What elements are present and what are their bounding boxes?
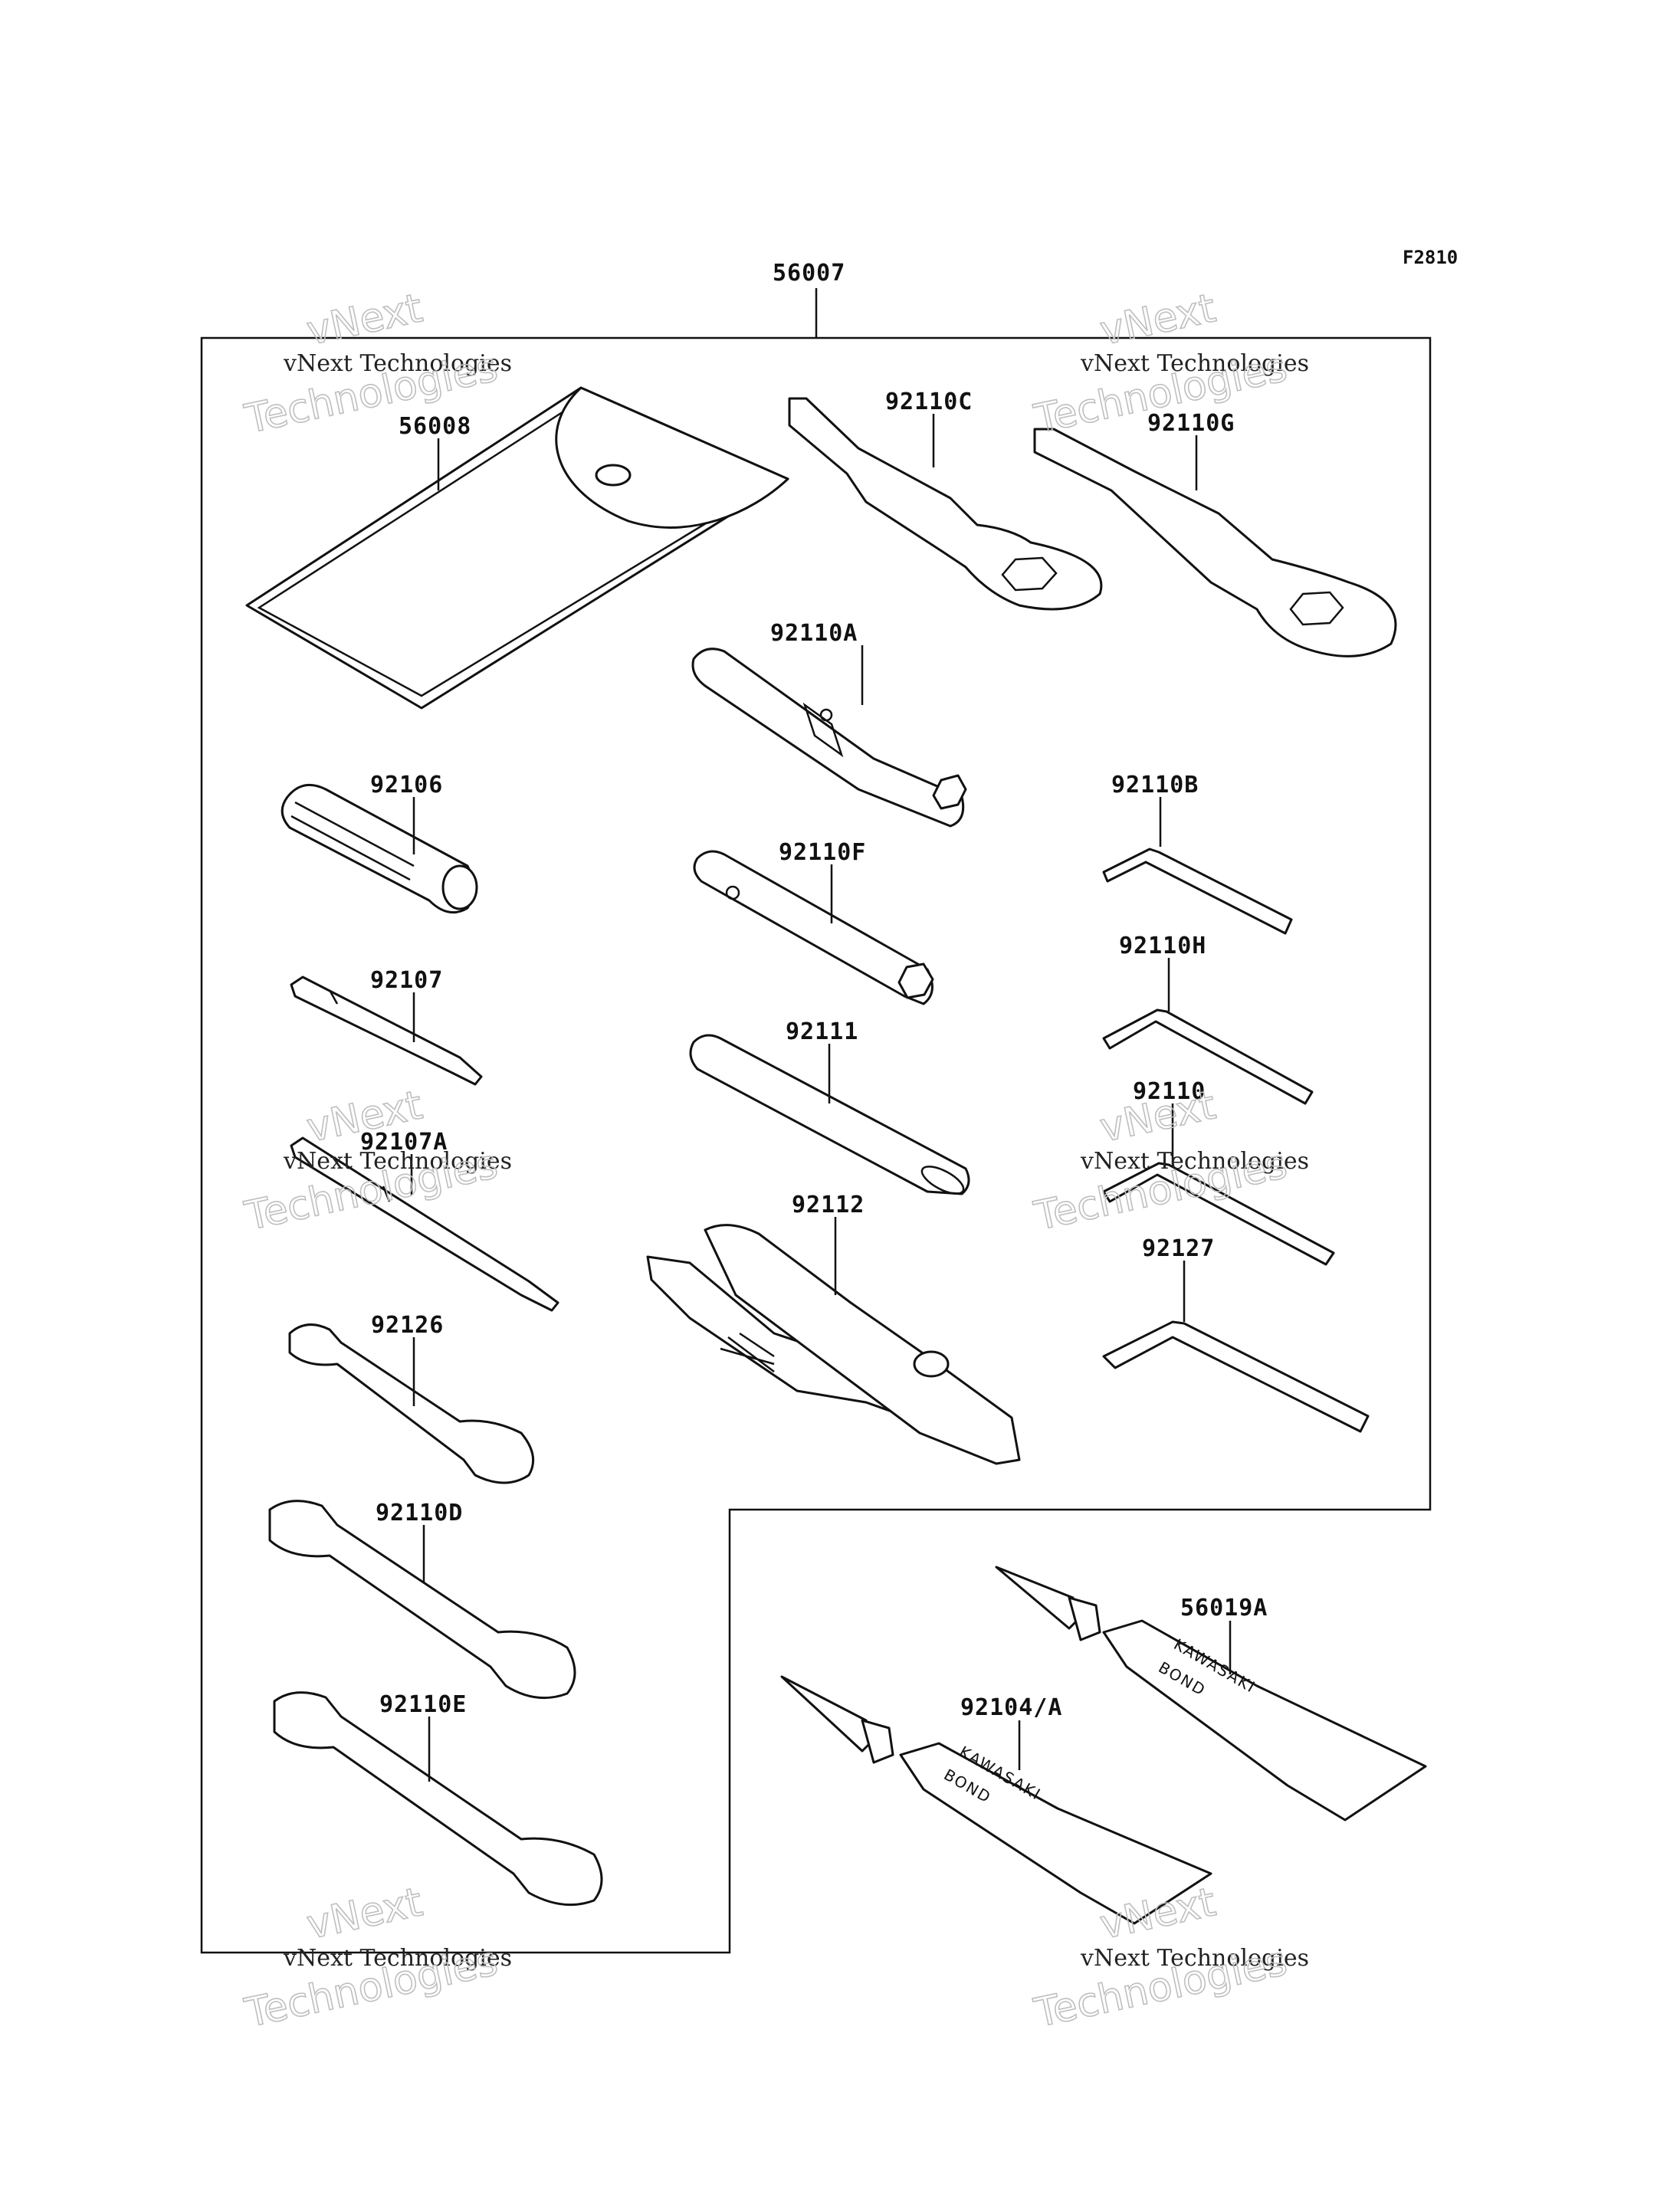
part-label-92127: 92127 — [1142, 1235, 1215, 1262]
svg-text:vNext Technologies: vNext Technologies — [283, 1148, 512, 1175]
svg-text:vNext Technologies: vNext Technologies — [1080, 1148, 1309, 1175]
part-label-92106: 92106 — [370, 772, 443, 798]
extension-bar-92111[interactable]: 92111 — [689, 1018, 970, 1199]
part-label-56008: 56008 — [399, 413, 471, 440]
part-label-56019a: 56019A — [1180, 1595, 1268, 1622]
ring-wrench-92110g[interactable]: 92110G — [1033, 410, 1397, 657]
hex-key-92110h[interactable]: 92110H — [1102, 933, 1314, 1105]
svg-text:vNext Technologies: vNext Technologies — [1080, 1945, 1309, 1972]
open-wrench-92110e[interactable]: 92110E — [273, 1691, 603, 1907]
hex-key-92110[interactable]: 92110 — [1102, 1078, 1335, 1266]
part-label-92107a: 92107A — [360, 1129, 448, 1156]
svg-text:vNext Technologies: vNext Technologies — [283, 1945, 512, 1972]
svg-text:vNext: vNext — [1096, 1082, 1219, 1151]
figure-code: F2810 — [1403, 247, 1458, 268]
kit-outline — [200, 336, 1432, 1954]
part-label-92126: 92126 — [371, 1312, 444, 1339]
bond-tube-56019a[interactable]: KAWASAKI BOND 56019A — [995, 1566, 1427, 1822]
svg-text:vNext: vNext — [1096, 285, 1219, 354]
socket-handle-92110a[interactable]: 92110A — [691, 620, 967, 828]
pliers-92112[interactable]: 92112 — [646, 1192, 1021, 1465]
part-label-92110g: 92110G — [1147, 410, 1235, 437]
svg-text:vNext Technologies: vNext Technologies — [283, 350, 512, 377]
part-label-92104a: 92104/A — [960, 1694, 1062, 1721]
kit-part-number: 56007 — [773, 260, 845, 287]
hex-key-92127[interactable]: 92127 — [1102, 1235, 1370, 1433]
part-label-92110: 92110 — [1133, 1078, 1206, 1105]
hex-key-92110b[interactable]: 92110B — [1102, 772, 1293, 935]
svg-text:vNext: vNext — [303, 1879, 426, 1948]
watermark-bottom-right: vNext Technologies vNext Technologies — [1029, 1879, 1309, 2038]
part-label-92112: 92112 — [792, 1192, 865, 1218]
part-label-92110b: 92110B — [1111, 772, 1199, 798]
screwdriver-grip-92106[interactable]: 92106 — [281, 772, 478, 914]
part-label-92107: 92107 — [370, 967, 443, 994]
screwdriver-bit-92107a[interactable]: 92107A — [290, 1129, 559, 1312]
ring-wrench-92110c[interactable]: 92110C — [788, 389, 1103, 611]
part-label-92110h: 92110H — [1119, 933, 1206, 959]
svg-text:vNext Technologies: vNext Technologies — [1080, 350, 1309, 377]
part-label-92110e: 92110E — [379, 1691, 467, 1718]
svg-text:vNext: vNext — [303, 285, 426, 354]
part-label-92110d: 92110D — [376, 1500, 463, 1526]
part-label-92110a: 92110A — [770, 620, 858, 647]
watermark-bottom-left: vNext Technologies vNext Technologies — [240, 1879, 512, 2038]
part-label-92111: 92111 — [786, 1018, 858, 1045]
part-label-92110c: 92110C — [885, 389, 973, 415]
bond-tube-92104a[interactable]: KAWASAKI BOND 92104/A — [780, 1675, 1212, 1925]
part-label-92110f: 92110F — [779, 839, 866, 866]
box-wrench-92110f[interactable]: 92110F — [693, 839, 934, 1005]
open-wrench-92110d[interactable]: 92110D — [268, 1500, 576, 1700]
screwdriver-bit-92107[interactable]: 92107 — [290, 967, 483, 1086]
watermark-middle-left: vNext Technologies vNext Technologies — [240, 1082, 512, 1241]
tool-pouch[interactable]: 56008 — [245, 386, 789, 710]
open-wrench-92126[interactable]: 92126 — [288, 1312, 535, 1484]
